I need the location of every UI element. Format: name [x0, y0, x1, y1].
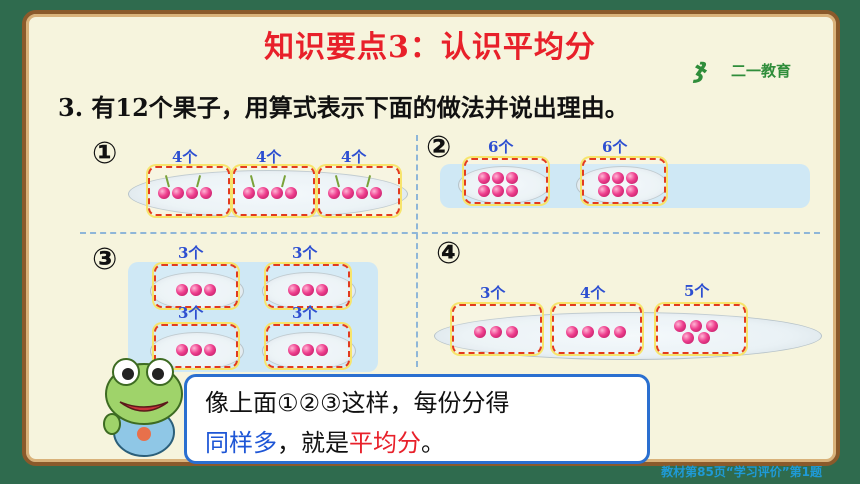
divider-vertical	[416, 135, 418, 367]
panel-3-group-1	[154, 264, 238, 308]
divider-horizontal	[80, 232, 820, 234]
logo-icon: ჯ	[693, 54, 707, 84]
question-text: 3. 有12个果子，用算式表示下面的做法并说出理由。	[58, 93, 629, 122]
panel-4-label-3: 5个	[684, 282, 710, 300]
panel-1-label-1: 4个	[172, 148, 198, 166]
panel-2-label-2: 6个	[602, 138, 628, 156]
panel-2-label-1: 6个	[488, 138, 514, 156]
panel-1-number: ①	[92, 136, 118, 171]
speech-period: 。	[421, 429, 445, 457]
keyword-average-division: 平均分	[349, 429, 421, 457]
panel-3-label-1: 3个	[178, 244, 204, 262]
panel-2-plate-2	[576, 166, 668, 204]
panel-4-label-1: 3个	[480, 284, 506, 302]
logo-text: 二一教育	[731, 62, 792, 80]
panel-3-group-2	[266, 264, 350, 308]
speech-connector: ，就是	[277, 429, 349, 457]
speech-line-1: 像上面①②③这样，每份分得	[205, 389, 510, 417]
panel-4-label-2: 4个	[580, 284, 606, 302]
brand-logo: ჯ 二一教育	[693, 54, 817, 84]
panel-3-label-2: 3个	[292, 244, 318, 262]
source-reference: 教材第85页“学习评价”第1题	[661, 465, 822, 479]
panel-2-plate-1	[458, 166, 550, 204]
panel-2-group-2	[582, 158, 666, 204]
panel-3-label-3: 3个	[178, 304, 204, 322]
panel-3-number: ③	[92, 242, 118, 277]
frog-mascot-icon	[103, 358, 183, 457]
panel-4-number: ④	[436, 236, 462, 271]
keyword-same-amount: 同样多	[205, 429, 277, 457]
panel-1-label-3: 4个	[341, 148, 367, 166]
panel-2-number: ②	[426, 130, 452, 165]
panel-3-label-4: 3个	[292, 304, 318, 322]
page-title: 知识要点3：认识平均分	[264, 30, 596, 65]
panel-4-group-2	[552, 304, 642, 354]
speech-line-2: 同样多，就是平均分。	[205, 423, 445, 458]
speech-bubble: 像上面①②③这样，每份分得 同样多，就是平均分。	[184, 374, 650, 464]
panel-1-label-2: 4个	[256, 148, 282, 166]
